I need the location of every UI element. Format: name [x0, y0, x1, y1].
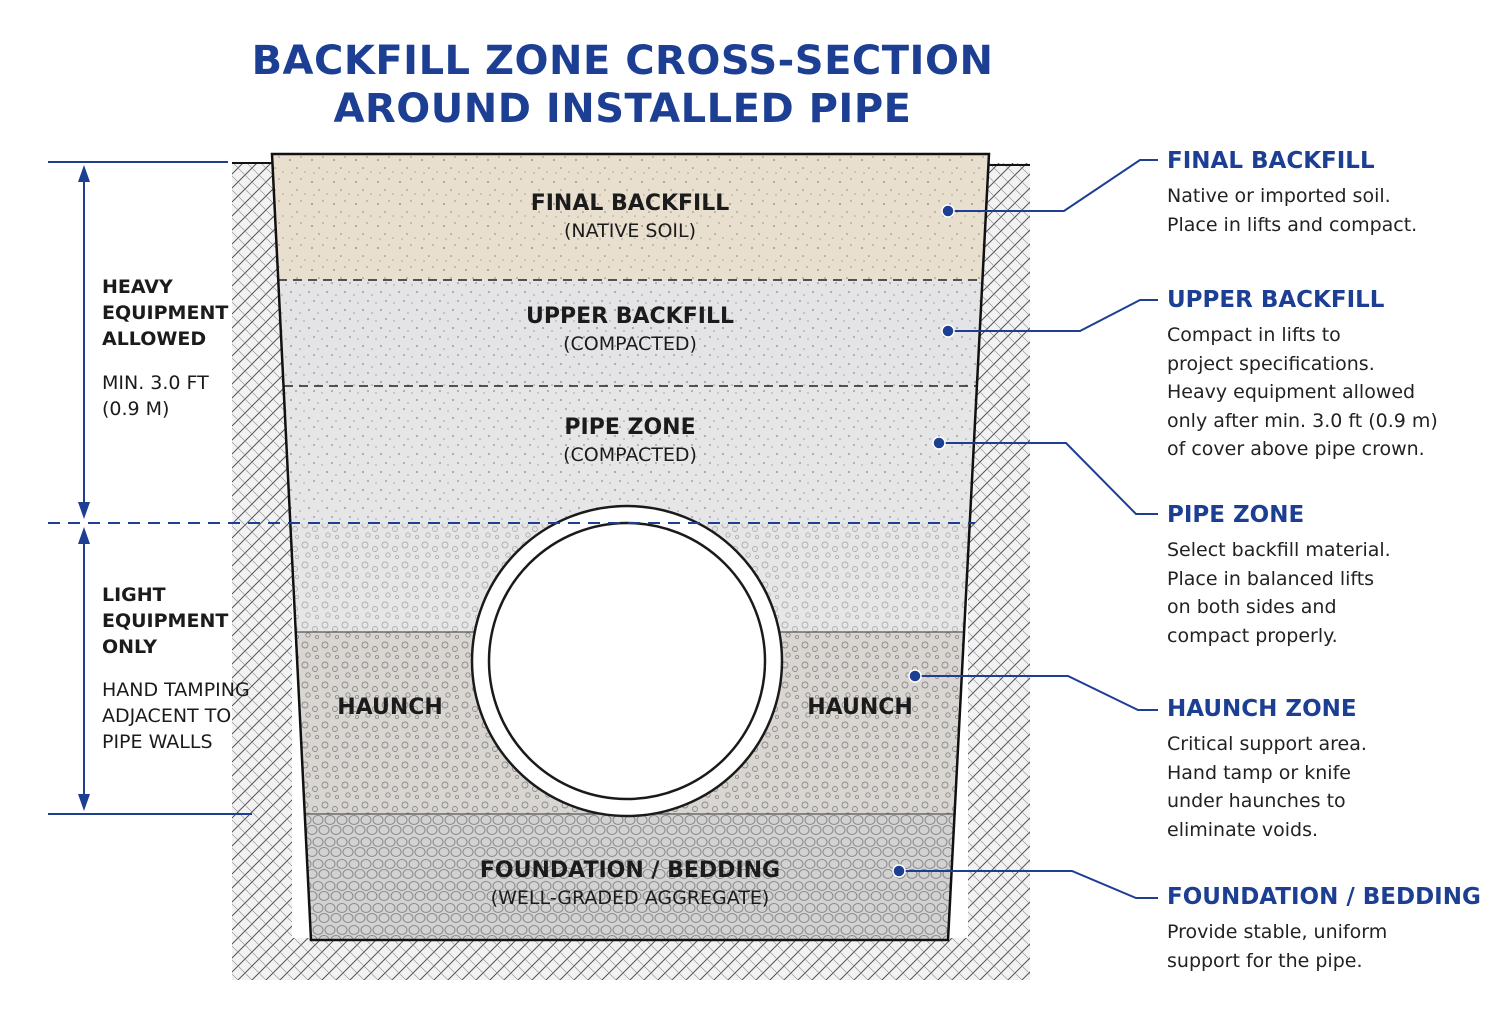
- callout-leaders: [899, 159, 1158, 899]
- callout-haunch-zone: HAUNCH ZONE Critical support area. Hand …: [1167, 696, 1367, 841]
- hand-tamping-note: HAND TAMPING ADJACENT TO PIPE WALLS: [102, 679, 250, 753]
- upper-backfill-label: UPPER BACKFILL (COMPACTED): [526, 304, 734, 355]
- final-backfill-label: FINAL BACKFILL (NATIVE SOIL): [530, 191, 730, 242]
- haunch-right-label: HAUNCH: [807, 695, 913, 720]
- pipe-zone-label: PIPE ZONE (COMPACTED): [563, 415, 697, 466]
- heavy-equipment-label: HEAVY EQUIPMENT ALLOWED: [102, 276, 229, 350]
- foundation-label: FOUNDATION / BEDDING (WELL-GRADED AGGREG…: [479, 858, 781, 909]
- min-cover-note: MIN. 3.0 FT (0.9 M): [102, 372, 209, 420]
- native-ground-hatch: [232, 163, 1030, 980]
- diagram-title-line-2: AROUND INSTALLED PIPE: [333, 86, 912, 132]
- callout-dots: [892, 204, 955, 878]
- callout-final-backfill: FINAL BACKFILL Native or imported soil. …: [1167, 148, 1418, 236]
- haunch-left-label: HAUNCH: [337, 695, 443, 720]
- callout-foundation-bedding: FOUNDATION / BEDDING Provide stable, uni…: [1167, 884, 1481, 972]
- trench-outline: [270, 152, 991, 942]
- pipe: [470, 504, 784, 818]
- light-equipment-label: LIGHT EQUIPMENT ONLY: [102, 584, 229, 658]
- dimension-lines: [48, 161, 975, 815]
- callout-upper-backfill: UPPER BACKFILL Compact in lifts to proje…: [1167, 287, 1438, 460]
- callout-pipe-zone: PIPE ZONE Select backfill material. Plac…: [1167, 502, 1391, 647]
- diagram-title-line-1: BACKFILL ZONE CROSS-SECTION: [251, 38, 994, 84]
